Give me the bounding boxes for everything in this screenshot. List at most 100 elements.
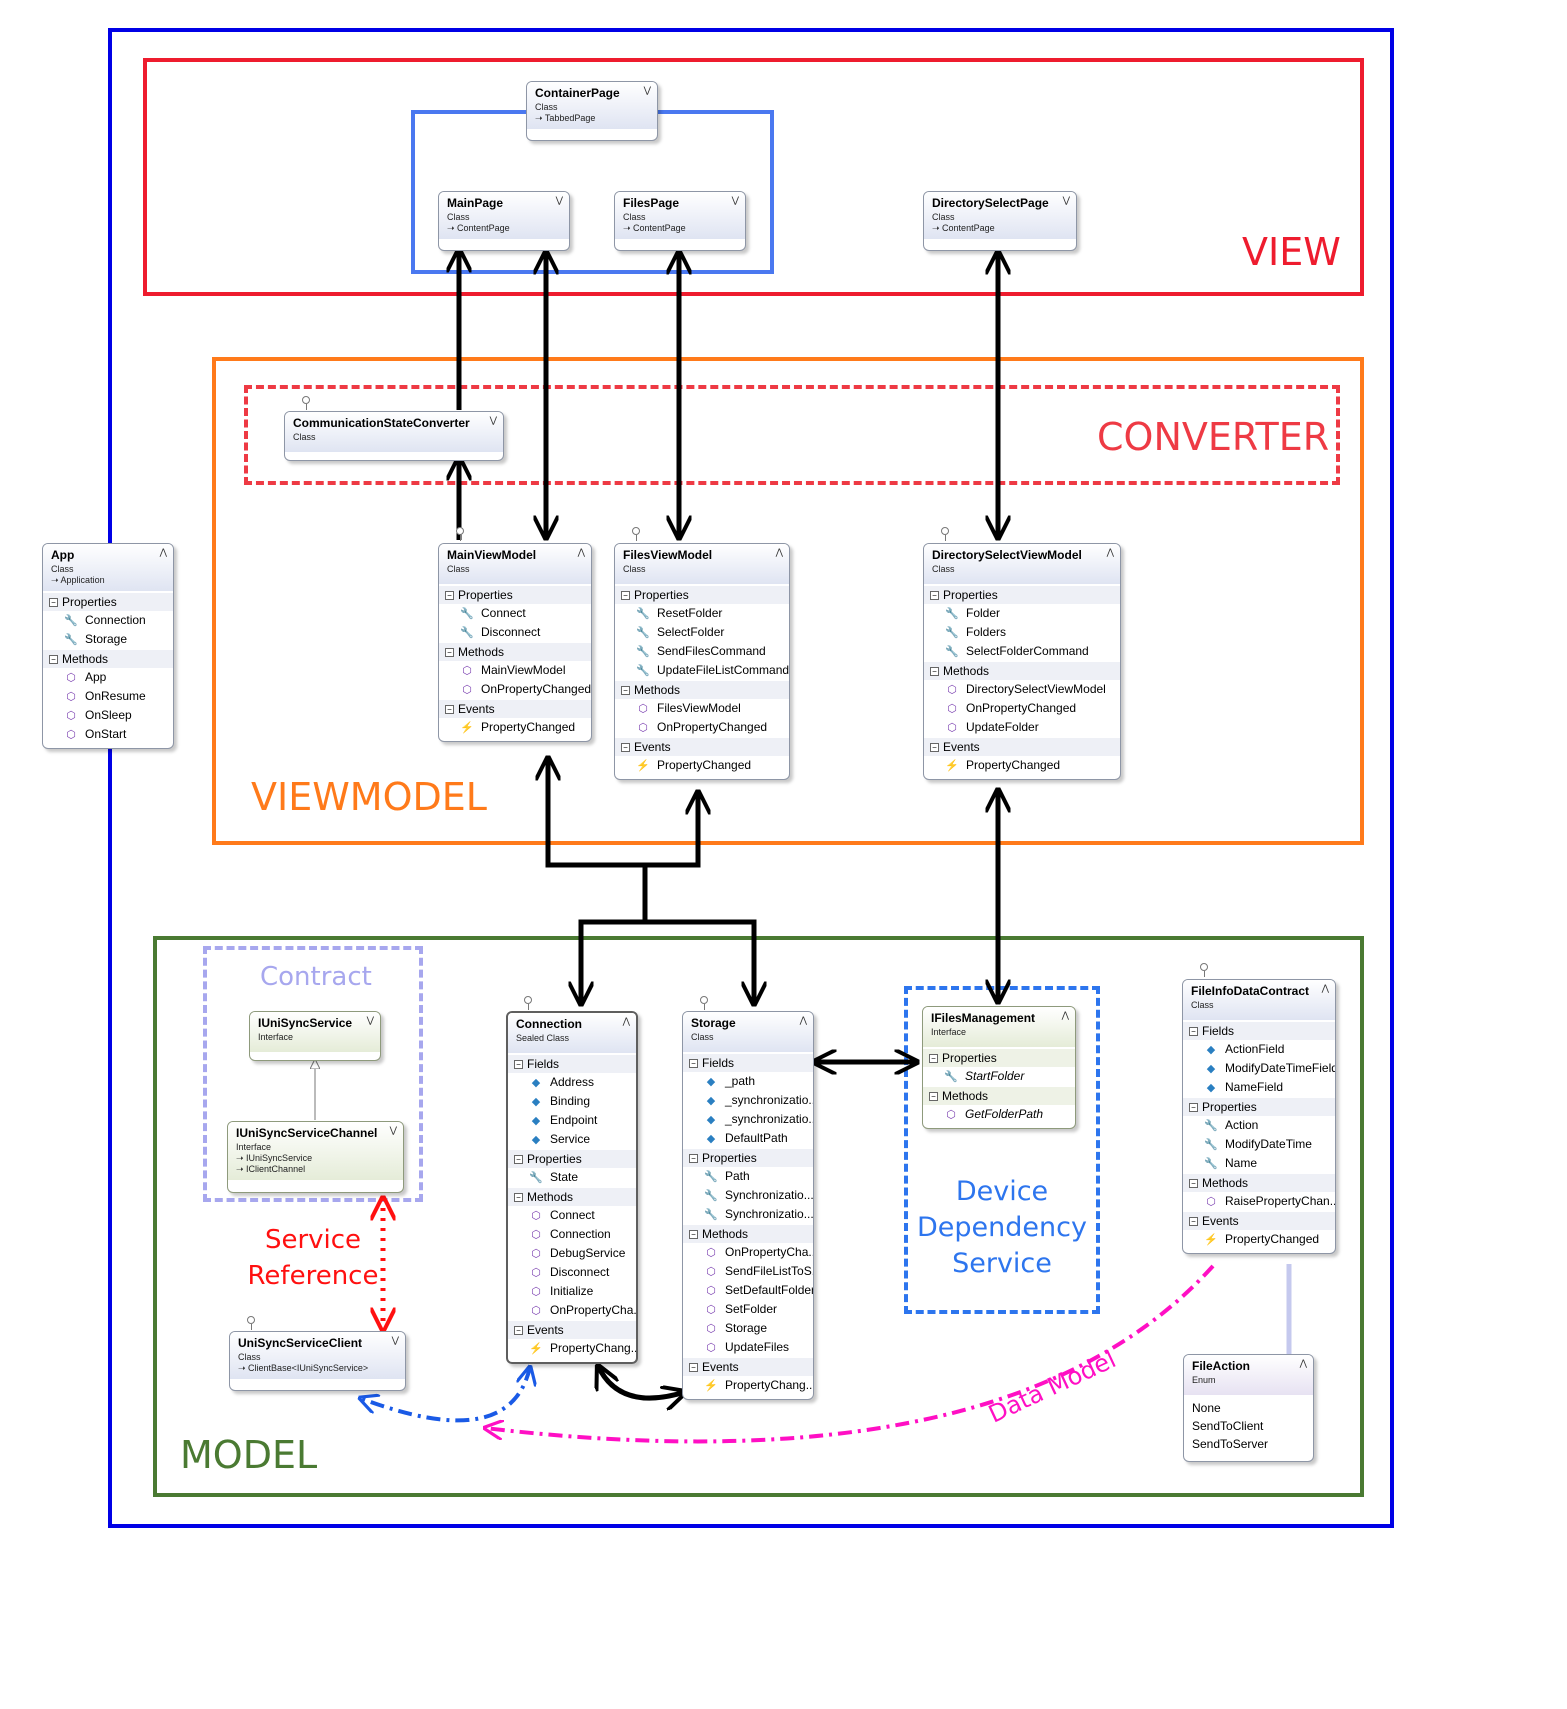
section-header-events[interactable]: −Events: [924, 738, 1120, 756]
member-field[interactable]: ◆Service: [508, 1130, 636, 1149]
collapse-box-icon[interactable]: −: [930, 743, 939, 752]
section-header-events[interactable]: −Events: [439, 700, 591, 718]
section-header-methods[interactable]: −Methods: [508, 1188, 636, 1206]
class-main-page[interactable]: MainPage Class ➝ ContentPage ⋁: [438, 191, 570, 251]
member-method[interactable]: ⬡OnPropertyChanged: [615, 718, 789, 737]
member-propertie[interactable]: 🔧Synchronizatio...: [683, 1186, 813, 1205]
member-method[interactable]: ⬡OnPropertyCha...: [683, 1243, 813, 1262]
chevron-up-icon[interactable]: ⋀: [1106, 547, 1114, 557]
chevron-down-icon[interactable]: ⋁: [389, 1125, 397, 1135]
chevron-up-icon[interactable]: ⋀: [577, 547, 585, 557]
collapse-box-icon[interactable]: −: [514, 1193, 523, 1202]
member-propertie[interactable]: 🔧SelectFolder: [615, 623, 789, 642]
member-event[interactable]: ⚡PropertyChanged: [1183, 1230, 1335, 1249]
member-propertie[interactable]: 🔧State: [508, 1168, 636, 1187]
member-propertie[interactable]: 🔧Action: [1183, 1116, 1335, 1135]
collapse-box-icon[interactable]: −: [445, 648, 454, 657]
section-header-events[interactable]: −Events: [1183, 1212, 1335, 1230]
chevron-up-icon[interactable]: ⋀: [622, 1016, 630, 1026]
chevron-down-icon[interactable]: ⋁: [731, 195, 739, 205]
member-field[interactable]: ◆ModifyDateTimeField: [1183, 1059, 1335, 1078]
collapse-box-icon[interactable]: −: [621, 743, 630, 752]
section-header-properties[interactable]: −Properties: [683, 1149, 813, 1167]
member-event[interactable]: ⚡PropertyChang...: [683, 1376, 813, 1395]
section-header-events[interactable]: −Events: [683, 1358, 813, 1376]
section-header-methods[interactable]: −Methods: [439, 643, 591, 661]
member-propertie[interactable]: 🔧Name: [1183, 1154, 1335, 1173]
member-propertie[interactable]: 🔧ModifyDateTime: [1183, 1135, 1335, 1154]
chevron-up-icon[interactable]: ⋀: [775, 547, 783, 557]
collapse-box-icon[interactable]: −: [930, 591, 939, 600]
member-method[interactable]: ⬡UpdateFolder: [924, 718, 1120, 737]
chevron-up-icon[interactable]: ⋀: [1321, 983, 1329, 993]
interface-iunisync-service[interactable]: IUniSyncService Interface ⋁: [249, 1011, 381, 1061]
member-method[interactable]: ⬡OnSleep: [43, 706, 173, 725]
section-header-methods[interactable]: −Methods: [615, 681, 789, 699]
section-header-properties[interactable]: −Properties: [439, 586, 591, 604]
collapse-box-icon[interactable]: −: [1189, 1217, 1198, 1226]
collapse-box-icon[interactable]: −: [1189, 1027, 1198, 1036]
member-propertie[interactable]: 🔧Folders: [924, 623, 1120, 642]
member-field[interactable]: ◆Binding: [508, 1092, 636, 1111]
member-method[interactable]: ⬡OnPropertyChanged: [924, 699, 1120, 718]
member-field[interactable]: ◆ActionField: [1183, 1040, 1335, 1059]
member-propertie[interactable]: 🔧SendFilesCommand: [615, 642, 789, 661]
section-header-methods[interactable]: −Methods: [683, 1225, 813, 1243]
collapse-box-icon[interactable]: −: [929, 1054, 938, 1063]
collapse-box-icon[interactable]: −: [689, 1363, 698, 1372]
chevron-down-icon[interactable]: ⋁: [643, 85, 651, 95]
collapse-box-icon[interactable]: −: [929, 1092, 938, 1101]
member-method[interactable]: ⬡Initialize: [508, 1282, 636, 1301]
member-method[interactable]: ⬡Connection: [508, 1225, 636, 1244]
member-field[interactable]: ◆DefaultPath: [683, 1129, 813, 1148]
chevron-down-icon[interactable]: ⋁: [555, 195, 563, 205]
chevron-down-icon[interactable]: ⋁: [489, 415, 497, 425]
member-method[interactable]: ⬡GetFolderPath: [923, 1105, 1075, 1124]
section-header-methods[interactable]: −Methods: [923, 1087, 1075, 1105]
collapse-box-icon[interactable]: −: [689, 1059, 698, 1068]
collapse-box-icon[interactable]: −: [621, 591, 630, 600]
collapse-box-icon[interactable]: −: [689, 1154, 698, 1163]
class-directory-select-page[interactable]: DirectorySelectPage Class ➝ ContentPage …: [923, 191, 1077, 251]
collapse-box-icon[interactable]: −: [445, 591, 454, 600]
member-method[interactable]: ⬡OnPropertyCha...: [508, 1301, 636, 1320]
member-event[interactable]: ⚡PropertyChanged: [615, 756, 789, 775]
section-header-properties[interactable]: −Properties: [1183, 1098, 1335, 1116]
collapse-box-icon[interactable]: −: [930, 667, 939, 676]
member-method[interactable]: ⬡Connect: [508, 1206, 636, 1225]
class-container-page[interactable]: ContainerPage Class ➝ TabbedPage ⋁: [526, 81, 658, 141]
member-field[interactable]: ◆NameField: [1183, 1078, 1335, 1097]
member-method[interactable]: ⬡DirectorySelectViewModel: [924, 680, 1120, 699]
member-propertie[interactable]: 🔧Connection: [43, 611, 173, 630]
chevron-up-icon[interactable]: ⋀: [1061, 1010, 1069, 1020]
member-method[interactable]: ⬡SendFileListToS...: [683, 1262, 813, 1281]
member-event[interactable]: ⚡PropertyChanged: [924, 756, 1120, 775]
class-files-page[interactable]: FilesPage Class ➝ ContentPage ⋁: [614, 191, 746, 251]
interface-iunisync-service-channel[interactable]: IUniSyncServiceChannel Interface ➝ IUniS…: [227, 1121, 404, 1193]
member-propertie[interactable]: 🔧Synchronizatio...: [683, 1205, 813, 1224]
collapse-box-icon[interactable]: −: [621, 686, 630, 695]
collapse-box-icon[interactable]: −: [689, 1230, 698, 1239]
member-method[interactable]: ⬡Storage: [683, 1319, 813, 1338]
member-propertie[interactable]: 🔧Connect: [439, 604, 591, 623]
member-method[interactable]: ⬡OnResume: [43, 687, 173, 706]
chevron-down-icon[interactable]: ⋁: [366, 1015, 374, 1025]
member-propertie[interactable]: 🔧StartFolder: [923, 1067, 1075, 1086]
member-method[interactable]: ⬡Disconnect: [508, 1263, 636, 1282]
section-header-properties[interactable]: −Properties: [508, 1150, 636, 1168]
member-method[interactable]: ⬡FilesViewModel: [615, 699, 789, 718]
enum-file-action[interactable]: FileAction Enum ⋀ None SendToClient Send…: [1183, 1354, 1314, 1462]
member-propertie[interactable]: 🔧Disconnect: [439, 623, 591, 642]
section-header-properties[interactable]: −Properties: [923, 1049, 1075, 1067]
member-event[interactable]: ⚡PropertyChanged: [439, 718, 591, 737]
member-method[interactable]: ⬡OnPropertyChanged: [439, 680, 591, 699]
section-header-methods[interactable]: −Methods: [924, 662, 1120, 680]
class-unisync-service-client[interactable]: UniSyncServiceClient Class ➝ ClientBase<…: [229, 1331, 406, 1391]
section-header-events[interactable]: −Events: [508, 1321, 636, 1339]
